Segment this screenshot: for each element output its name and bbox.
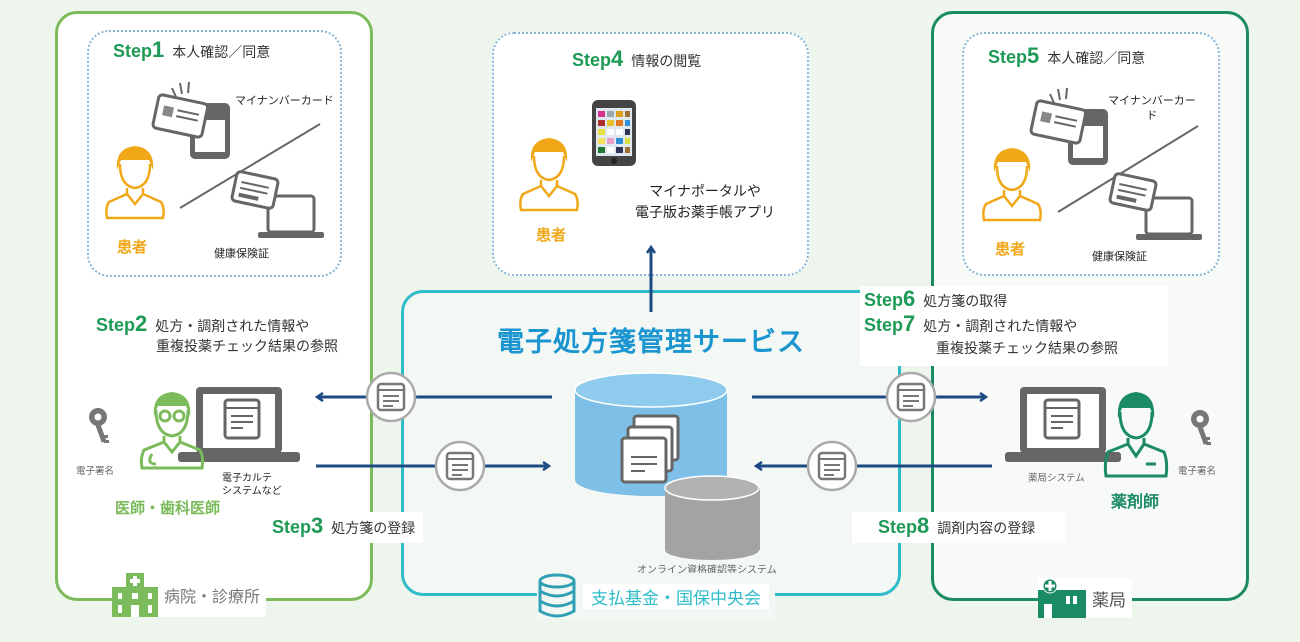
pharmacy-footer: 薬局: [1038, 578, 1132, 618]
document-circle-icon: [885, 371, 937, 423]
divider-line: [179, 123, 321, 209]
patient-icon: [982, 148, 1042, 222]
prescription-database-icon: [574, 372, 728, 496]
mynumber-card-reader-icon: [1029, 87, 1108, 165]
document-circle-icon: [365, 371, 417, 423]
pharmacy-system-label: 薬局システム: [1028, 473, 1085, 484]
ehr-laptop-icon: [178, 387, 300, 462]
pharmacy-system-laptop-icon: [1005, 387, 1121, 462]
insurance-card-laptop-icon: [1108, 172, 1202, 240]
insurance-card-label: 健康保険証: [214, 247, 269, 260]
smartphone-icon: [592, 100, 636, 166]
pharmacist-icon: [1103, 392, 1169, 478]
key-icon: [89, 408, 109, 443]
hospital-footer: 病院・診療所: [112, 573, 267, 617]
pharmacy-building-icon: [1038, 578, 1086, 618]
mynumber-card-reader-icon: [151, 81, 230, 159]
insurance-card-label: 健康保険証: [1092, 250, 1147, 263]
patient-label: 患者: [995, 240, 1026, 258]
e-signature-label: 電子署名: [1178, 466, 1217, 477]
online-qualification-system-label: オンライン資格確認等システム: [637, 565, 777, 576]
fund-footer: 支払基金・国保中央会: [537, 573, 775, 619]
hospital-building-icon: [112, 573, 158, 617]
e-signature-label: 電子署名: [76, 466, 115, 477]
doctor-icon: [139, 392, 205, 470]
database-icon: [538, 573, 576, 618]
patient-icon: [105, 146, 165, 220]
online-qualification-database-icon: [664, 475, 760, 560]
pharmacist-label: 薬剤師: [1111, 492, 1160, 511]
patient-label: 患者: [117, 238, 148, 256]
divider-line: [1057, 125, 1199, 213]
mynumber-card-label: マイナンバーカード: [235, 94, 334, 107]
patient-label: 患者: [536, 226, 567, 244]
step4-box: [492, 32, 809, 276]
service-title: 電子処方箋管理サービス: [497, 327, 805, 358]
portal-app-label: マイナポータルや 電子版お薬手帳アプリ: [635, 184, 775, 221]
mynumber-card-label: マイナンバーカー ド: [1108, 94, 1196, 122]
insurance-card-laptop-icon: [230, 170, 324, 238]
key-icon: [1191, 410, 1211, 445]
ehr-system-label: 電子カルテ システムなど: [222, 473, 282, 497]
document-circle-icon: [806, 440, 858, 492]
patient-icon: [519, 138, 579, 212]
doctor-label: 医師・歯科医師: [115, 499, 221, 517]
document-circle-icon: [434, 440, 486, 492]
